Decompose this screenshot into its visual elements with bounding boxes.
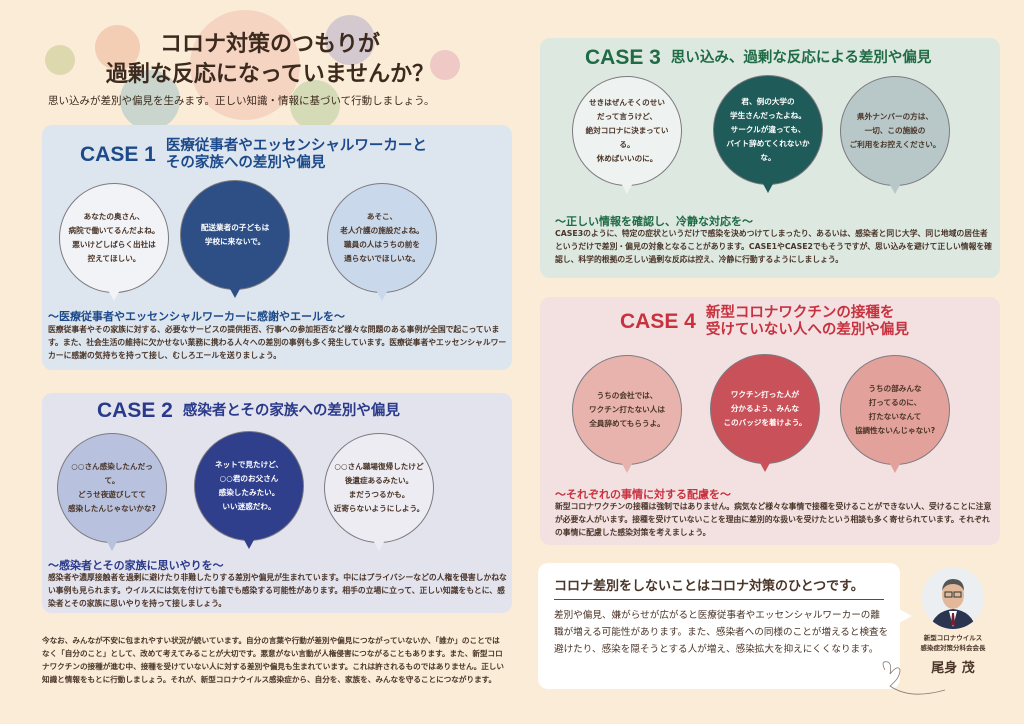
message-body: 差別や偏見、嫌がらせが広がると医療従事者やエッセンシャルワーカーの離職が増える可…: [554, 610, 889, 655]
heart-line-icon: [882, 661, 946, 695]
speech-bubble: 配送業者の子どもは 学校に来ないで。: [180, 180, 290, 298]
decorative-circle: [190, 10, 300, 120]
speech-bubble: せきはぜんそくのせい だって言うけど、 絶対コロナに決まっている。 休めばいいの…: [572, 76, 682, 194]
speech-bubble: あそこ、 老人介護の施設だよね。 職員の人はうちの前を 通らないでほしいな。: [327, 183, 437, 301]
case3-body: CASE3のように、特定の症状というだけで感染を決めつけてしまったり、あるいは、…: [555, 229, 992, 264]
decorative-circle: [430, 50, 460, 80]
speech-bubble: うちの会社では、 ワクチン打たない人は 全員辞めてもらうよ。: [572, 355, 682, 473]
speech-bubble: うちの部みんな 打ってるのに、 打たないなんて 協調性ないんじゃない?: [840, 355, 950, 473]
speech-bubble: 君、例の大学の 学生さんだったよね。 サークルが違っても、 バイト辞めてくれない…: [713, 75, 823, 193]
case1-body: 医療従事者やその家族に対する、必要なサービスの提供拒否、行事への参加拒否など様々…: [48, 325, 507, 360]
case3-heading: ～正しい情報を確認し、冷静な対応を～: [555, 215, 753, 228]
speaker-role: 新型コロナウイルス感染症対策分科会会長: [920, 634, 986, 652]
speech-bubble: ワクチン打った人が 分かるよう、みんな このバッジを着けよう。: [710, 354, 820, 472]
speech-bubble: ○○さん職場復帰したけど 後遺症あるみたい。 まだうつるかも。 近寄らないように…: [324, 433, 434, 551]
page-title: コロナ対策のつもりが過剰な反応になっていませんか？: [105, 32, 435, 87]
page-subtitle: 思い込みが差別や偏見を生みます。正しい知識・情報に基づいて行動しましょう。: [48, 95, 435, 107]
message-box: コロナ差別をしないことはコロナ対策のひとつです。 差別や偏見、嫌がらせが広がると…: [538, 563, 912, 689]
speech-bubble: ○○さん感染したんだって。 どうせ夜遊びしてて 感染したんじゃないかな?: [57, 433, 167, 551]
decorative-circle: [95, 25, 140, 70]
speech-bubble: ネットで見たけど、 ○○君のお父さん 感染したみたい。 いい迷惑だわ。: [194, 431, 304, 549]
speaker-name: 尾身 茂: [931, 661, 975, 676]
speech-bubble: あなたの奥さん、 病院で働いてるんだよね。 悪いけどしばらく出社は 控えてほしい…: [59, 183, 169, 301]
avatar: [922, 567, 984, 629]
case4-body: 新型コロナワクチンの接種は強制ではありません。病気など様々な事情で接種を受けるこ…: [555, 502, 992, 537]
case2-heading: ～感染者とその家族に思いやりを～: [48, 559, 224, 572]
case4-heading: ～それぞれの事情に対する配慮を～: [555, 488, 731, 501]
footer-text: 今なお、みんなが不安に包まれやすい状況が続いています。自分の言葉や行動が差別や偏…: [42, 636, 504, 684]
decorative-circle: [45, 45, 75, 75]
decorative-circle: [290, 80, 340, 130]
decorative-circle: [325, 15, 375, 65]
message-title: コロナ差別をしないことはコロナ対策のひとつです。: [554, 575, 884, 600]
decorative-circle: [120, 70, 180, 130]
case1-heading: ～医療従事者やエッセンシャルワーカーに感謝やエールを～: [48, 310, 345, 323]
case2-body: 感染者や濃厚接触者を過剰に避けたり非難したりする差別や偏見が生まれています。中に…: [48, 573, 507, 608]
speech-bubble: 県外ナンバーの方は、 一切、この施設の ご利用をお控えください。: [840, 76, 950, 194]
